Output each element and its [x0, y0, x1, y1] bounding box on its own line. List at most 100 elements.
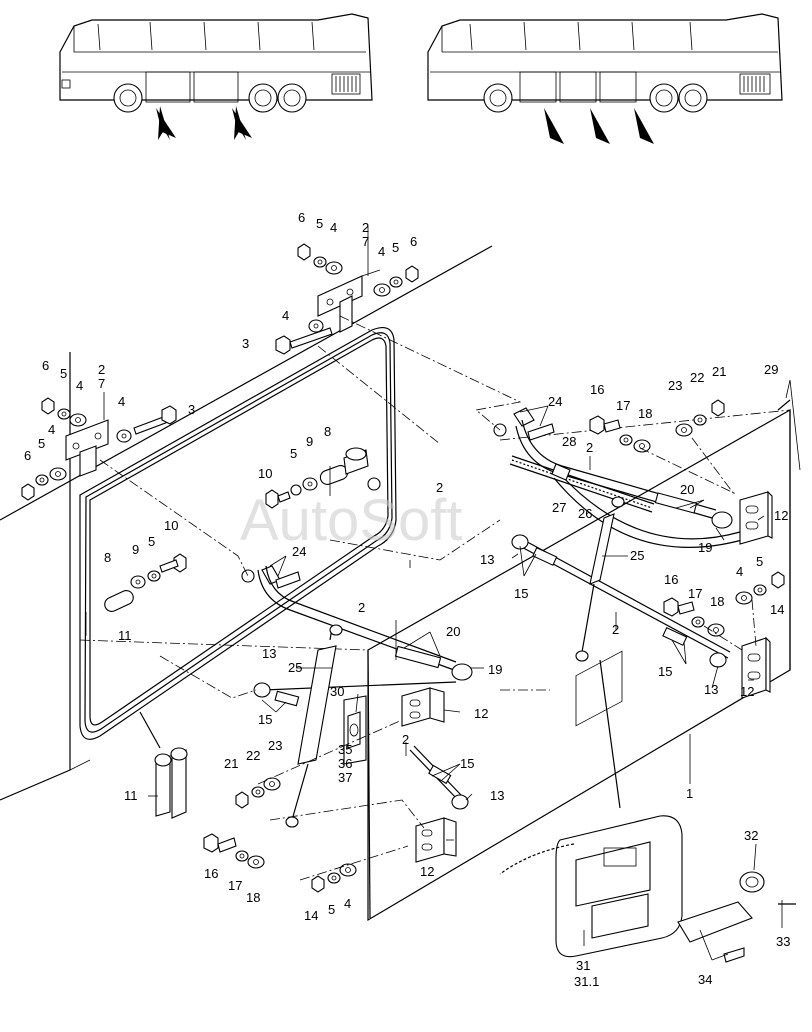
- callout-3: 3: [242, 336, 249, 351]
- door-seal-frame: [79, 327, 397, 740]
- callout-24: 24: [292, 544, 306, 559]
- callout-5: 5: [328, 902, 335, 917]
- callout-35: 35: [338, 742, 352, 757]
- hinge-top: [317, 269, 381, 333]
- callout-17: 17: [228, 878, 242, 893]
- callout-10: 10: [258, 466, 272, 481]
- callout-5: 5: [148, 534, 155, 549]
- callout-11: 11: [118, 628, 132, 643]
- callout-12: 12: [740, 684, 754, 699]
- callout-20: 20: [446, 624, 460, 639]
- callout-30: 30: [330, 684, 344, 699]
- callout-27: 27: [552, 500, 566, 515]
- callout-10: 10: [164, 518, 178, 533]
- callout-5: 5: [756, 554, 763, 569]
- callout-31-1: 31.1: [574, 974, 599, 989]
- callout-18: 18: [246, 890, 260, 905]
- callout-2: 2: [612, 622, 619, 637]
- callout-15: 15: [258, 712, 272, 727]
- bus-illustration-two-doors: [59, 13, 373, 140]
- callout-5: 5: [38, 436, 45, 451]
- callout-2: 2: [362, 220, 369, 235]
- callout-4: 4: [736, 564, 743, 579]
- callout-2: 2: [586, 440, 593, 455]
- latch-bracket: [343, 695, 367, 765]
- callout-17: 17: [616, 398, 630, 413]
- luggage-door-panel: [79, 379, 801, 922]
- callout-33: 33: [776, 934, 790, 949]
- callout-13: 13: [490, 788, 504, 803]
- callout-34: 34: [698, 972, 712, 987]
- callout-25: 25: [288, 660, 302, 675]
- callout-2: 2: [436, 480, 443, 495]
- callout-32: 32: [744, 828, 758, 843]
- callout-3: 3: [188, 402, 195, 417]
- callout-21: 21: [712, 364, 726, 379]
- callout-9: 9: [132, 542, 139, 557]
- callout-16: 16: [590, 382, 604, 397]
- callout-20: 20: [680, 482, 694, 497]
- callout-5: 5: [316, 216, 323, 231]
- callout-6: 6: [410, 234, 417, 249]
- callout-12: 12: [474, 706, 488, 721]
- callout-23: 23: [668, 378, 682, 393]
- callout-8: 8: [104, 550, 111, 565]
- callout-5: 5: [392, 240, 399, 255]
- callout-4: 4: [378, 244, 385, 259]
- callout-22: 22: [246, 748, 260, 763]
- release-cable: [509, 455, 655, 513]
- callout-13: 13: [262, 646, 276, 661]
- callout-15: 15: [460, 756, 474, 771]
- callout-29: 29: [764, 362, 778, 377]
- callout-9: 9: [306, 434, 313, 449]
- callout-5: 5: [60, 366, 67, 381]
- callout-36: 36: [338, 756, 352, 771]
- callout-14: 14: [770, 602, 784, 617]
- callout-16: 16: [664, 572, 678, 587]
- callout-19: 19: [698, 540, 712, 555]
- callout-11: 11: [124, 788, 138, 803]
- callout-8: 8: [324, 424, 331, 439]
- callout-5: 5: [290, 446, 297, 461]
- callout-19: 19: [488, 662, 502, 677]
- seal-profile: [154, 747, 188, 819]
- strikers: [401, 490, 773, 863]
- callout-12: 12: [774, 508, 788, 523]
- callout-16: 16: [204, 866, 218, 881]
- callout-2: 2: [358, 600, 365, 615]
- callout-25: 25: [630, 548, 644, 563]
- callout-4: 4: [76, 378, 83, 393]
- hinge-left: [65, 419, 109, 477]
- callout-4: 4: [118, 394, 125, 409]
- callout-15: 15: [658, 664, 672, 679]
- callout-4: 4: [330, 220, 337, 235]
- callout-22: 22: [690, 370, 704, 385]
- callout-15: 15: [514, 586, 528, 601]
- callout-4: 4: [344, 896, 351, 911]
- lock-rods: [253, 419, 743, 810]
- callout-31: 31: [576, 958, 590, 973]
- callout-4: 4: [48, 422, 55, 437]
- callout-12: 12: [420, 864, 434, 879]
- callout-37: 37: [338, 770, 352, 785]
- handle-assembly: [139, 659, 796, 963]
- callout-26: 26: [578, 506, 592, 521]
- watermark: AutoSoft: [240, 488, 462, 553]
- leader-lines: [85, 226, 783, 961]
- callout-6: 6: [42, 358, 49, 373]
- callout-21: 21: [224, 756, 238, 771]
- callout-4: 4: [282, 308, 289, 323]
- callout-labels: 6 5 4 2 7 4 5 6 4 3 6 5 4 2 7 4 3 4 5 6 …: [24, 210, 790, 989]
- assembly-lines: [99, 315, 757, 881]
- callout-2: 2: [402, 732, 409, 747]
- callout-14: 14: [304, 908, 318, 923]
- callout-13: 13: [704, 682, 718, 697]
- callout-24: 24: [548, 394, 562, 409]
- callout-6: 6: [298, 210, 305, 225]
- bus-illustration-three-doors: [427, 13, 783, 144]
- callout-18: 18: [710, 594, 724, 609]
- callout-17: 17: [688, 586, 702, 601]
- callout-23: 23: [268, 738, 282, 753]
- callout-18: 18: [638, 406, 652, 421]
